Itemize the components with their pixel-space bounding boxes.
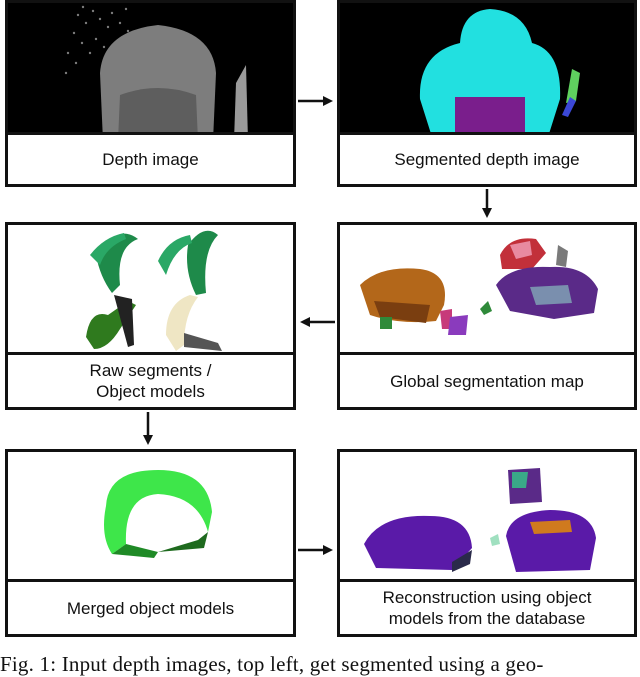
raw-segments-caption: Raw segments / Object models	[8, 352, 293, 407]
caption-text: Merged object models	[66, 598, 235, 618]
caption-line-2: Object models	[96, 382, 205, 401]
raw-segments-image	[8, 225, 293, 361]
merged-object-models-panel: Merged object models	[5, 449, 296, 637]
caption-text: Global segmentation map	[390, 371, 584, 391]
caption-text: Segmented depth image	[394, 150, 580, 169]
global-segmentation-image	[340, 225, 634, 361]
caption-line-1: Raw segments /	[89, 361, 212, 380]
figure-caption: Fig. 1: Input depth images, top left, ge…	[0, 652, 544, 676]
depth-image-caption: Depth image	[8, 132, 293, 184]
merged-object-models-caption: Merged object models	[8, 579, 293, 634]
merged-object-models-image	[8, 452, 293, 588]
segmented-depth-image-panel: Segmented depth image	[337, 0, 637, 187]
global-segmentation-caption: Global segmentation map	[340, 352, 634, 407]
reconstruction-panel: Reconstruction using object models from …	[337, 449, 637, 637]
caption-line-2: models from the database	[388, 609, 586, 628]
caption-text: Depth image	[102, 150, 199, 169]
reconstruction-caption: Reconstruction using object models from …	[340, 579, 634, 634]
depth-image	[8, 3, 293, 141]
segmented-depth-image-caption: Segmented depth image	[340, 132, 634, 184]
depth-image-panel: Depth image	[5, 0, 296, 187]
global-segmentation-panel: Global segmentation map	[337, 222, 637, 410]
reconstruction-image	[340, 452, 634, 588]
segmented-depth-image	[340, 3, 634, 141]
caption-line-1: Reconstruction using object	[382, 588, 592, 607]
raw-segments-panel: Raw segments / Object models	[5, 222, 296, 410]
